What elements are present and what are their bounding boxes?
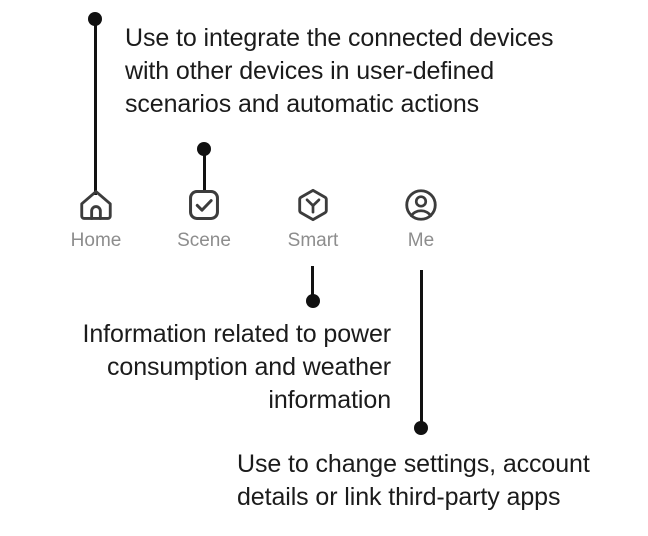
tab-item-smart[interactable]: Smart (259, 186, 367, 268)
tab-label-home: Home (70, 230, 122, 251)
tab-label-scene: Scene (177, 230, 231, 251)
leader-line-smart (311, 266, 314, 301)
hexagon-y-icon (294, 186, 332, 224)
home-icon (77, 186, 115, 224)
leader-line-home (203, 149, 206, 193)
tab-item-me[interactable]: Me (367, 186, 475, 268)
annotation-text-me: Use to change settings, account details … (237, 450, 590, 511)
leader-line-me (420, 270, 423, 428)
leader-line-scene (94, 19, 97, 195)
annotation-text-smart: Information related to power consumption… (82, 320, 392, 414)
leader-dot-smart (306, 294, 320, 308)
user-circle-icon (402, 186, 440, 224)
tab-bar: Home Scene Smart (0, 186, 648, 268)
tab-item-home[interactable]: Home (42, 186, 150, 268)
leader-dot-home (197, 142, 211, 156)
tab-label-me: Me (407, 230, 435, 251)
leader-dot-scene (88, 12, 102, 26)
leader-dot-me (414, 421, 428, 435)
tab-item-scene[interactable]: Scene (150, 186, 258, 268)
annotation-text-scene: Use to integrate the connected devices w… (125, 24, 554, 118)
checkbox-square-icon (185, 186, 223, 224)
tab-label-smart: Smart (287, 230, 339, 251)
